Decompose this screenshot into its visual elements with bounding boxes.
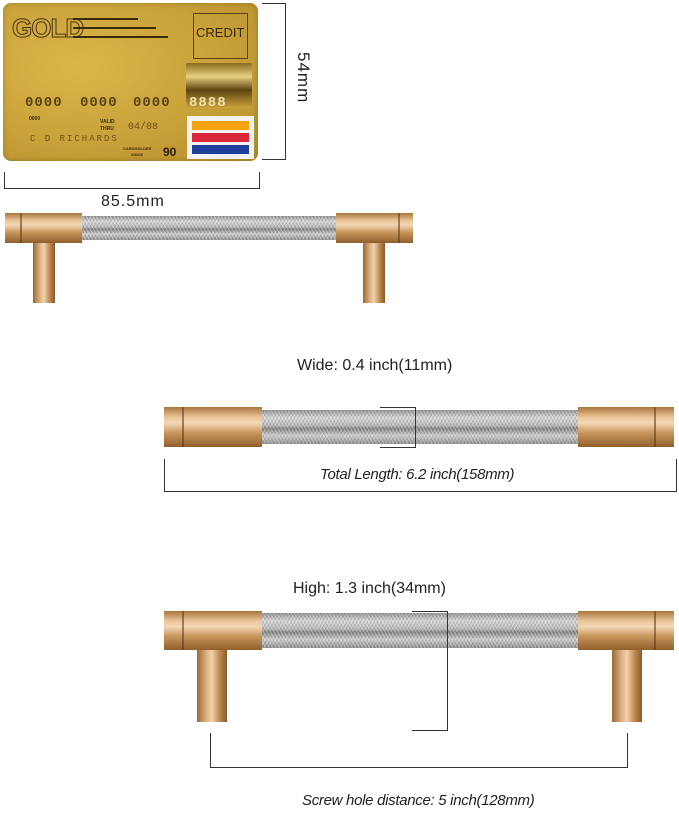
width-label: Wide: 0.4 inch(11mm)	[297, 357, 453, 374]
handle-scale-view	[5, 213, 413, 305]
card-since-value: 90	[163, 145, 177, 159]
dimension-tick	[676, 459, 677, 492]
card-number-group: 8888	[189, 95, 227, 111]
card-expiry: 04/08	[128, 122, 159, 133]
total-length-label: Total Length: 6.2 inch(158mm)	[320, 466, 515, 483]
handle-brass-end-left	[164, 611, 262, 650]
card-cardholder-label: CARDHOLDER	[123, 146, 152, 151]
handle-post-left	[197, 650, 227, 722]
dimension-tick	[380, 447, 416, 448]
groove	[20, 213, 22, 243]
handle-knurled-bar	[82, 216, 336, 240]
dimension-line-card-width	[4, 188, 260, 189]
groove	[182, 407, 184, 447]
flag-band-orange	[192, 121, 249, 130]
card-width-label: 85.5mm	[101, 193, 165, 210]
card-decor-line	[73, 36, 168, 38]
handle-post-left	[33, 243, 55, 303]
dimension-tick	[380, 407, 416, 408]
card-number-group: 0000	[133, 95, 171, 111]
card-number-group: 0000	[80, 95, 118, 111]
card-thru-label: THRU	[100, 126, 114, 132]
dimension-tick	[627, 733, 628, 768]
dimension-tick	[210, 733, 211, 768]
groove	[654, 407, 656, 447]
dimension-tick	[412, 730, 448, 731]
handle-post-right	[612, 650, 642, 722]
dimension-tick	[259, 172, 260, 189]
card-hologram	[186, 63, 252, 108]
handle-post-right	[363, 243, 385, 303]
groove	[654, 611, 656, 650]
card-brand: GOLD	[11, 13, 84, 44]
dimension-tick	[412, 611, 448, 612]
flag-band-red	[192, 133, 249, 142]
dimension-tick	[262, 3, 286, 4]
card-decor-line	[73, 27, 156, 29]
handle-brass-end-right	[578, 407, 674, 447]
dimension-line-screw-hole-distance	[210, 767, 628, 768]
handle-brass-end-left	[5, 213, 82, 243]
screw-hole-distance-label: Screw hole distance: 5 inch(128mm)	[302, 792, 535, 809]
height-label: High: 1.3 inch(34mm)	[293, 580, 446, 597]
dimension-line-height	[447, 611, 448, 731]
groove	[398, 213, 400, 243]
handle-top-view	[164, 407, 674, 447]
card-valid-label: VALID	[100, 119, 115, 125]
card-height-label: 54mm	[294, 52, 313, 104]
card-flag-logo	[187, 116, 254, 159]
handle-brass-end-right	[336, 213, 413, 243]
handle-brass-end-left	[164, 407, 262, 447]
handle-knurled-bar	[262, 613, 578, 648]
dimension-line-card-height	[285, 3, 286, 160]
dimension-tick	[164, 459, 165, 492]
handle-knurled-bar	[262, 410, 578, 444]
card-holder-name: C D RICHARDS	[30, 134, 119, 144]
flag-band-blue	[192, 145, 249, 154]
card-type: CREDIT	[196, 25, 245, 40]
credit-card-scale-reference: GOLD CREDIT 0000 0000 0000 8888 0000 VAL…	[3, 3, 258, 161]
handle-brass-end-right	[578, 611, 674, 650]
dimension-line-total-length	[164, 491, 677, 492]
dimension-tick	[262, 159, 286, 160]
card-small-number: 0000	[29, 116, 41, 122]
dimension-tick	[4, 172, 5, 189]
card-number-group: 0000	[25, 95, 63, 111]
card-since-label: SINCE	[131, 152, 144, 157]
card-type-box	[193, 13, 248, 59]
groove	[182, 611, 184, 650]
card-decor-line	[73, 18, 138, 20]
handle-side-view	[164, 611, 674, 723]
dimension-line-width	[415, 407, 416, 448]
